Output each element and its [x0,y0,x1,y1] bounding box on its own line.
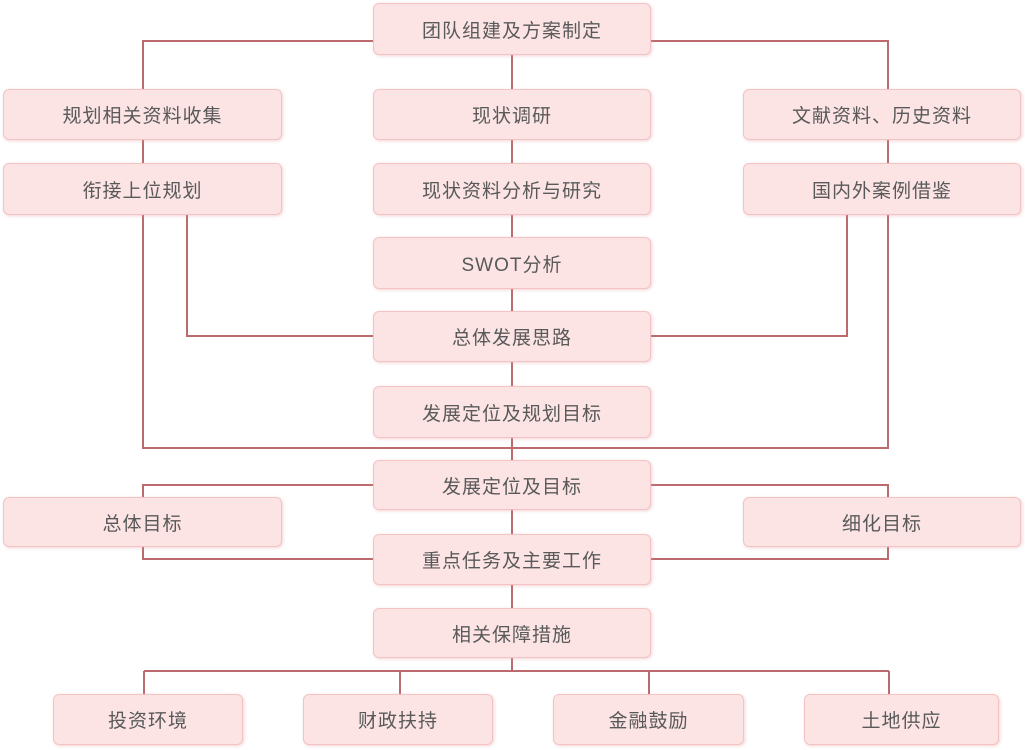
node-overall-idea: 总体发展思路 [373,311,651,362]
node-fiscal: 财政扶持 [303,694,493,745]
node-upper-plan: 衔接上位规划 [3,163,282,215]
node-detailed-goal: 细化目标 [743,497,1021,547]
node-cases: 国内外案例借鉴 [743,163,1021,215]
node-dev-position: 发展定位及目标 [373,460,651,510]
node-investment: 投资环境 [53,694,243,745]
node-swot: SWOT分析 [373,237,651,289]
node-key-tasks: 重点任务及主要工作 [373,534,651,585]
node-literature: 文献资料、历史资料 [743,89,1021,140]
node-team: 团队组建及方案制定 [373,3,651,55]
node-plan-collect: 规划相关资料收集 [3,89,282,140]
node-safeguards: 相关保障措施 [373,608,651,658]
node-positioning-goal: 发展定位及规划目标 [373,386,651,438]
node-overall-goal: 总体目标 [3,497,282,547]
node-land: 土地供应 [804,694,999,745]
node-status-survey: 现状调研 [373,89,651,140]
node-finance: 金融鼓励 [553,694,744,745]
node-analysis: 现状资料分析与研究 [373,163,651,215]
